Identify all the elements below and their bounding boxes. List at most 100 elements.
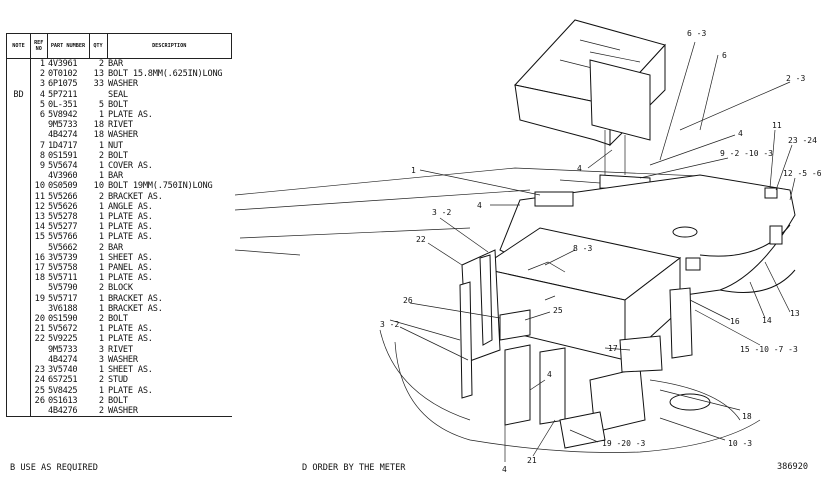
cell-desc: RIVET bbox=[108, 120, 133, 131]
cell-part: 3V6188 bbox=[48, 303, 78, 314]
cell-qty: 18 bbox=[93, 130, 104, 141]
cell-ref: 18 bbox=[34, 273, 45, 284]
cell-part: 5P7211 bbox=[48, 89, 78, 100]
cell-desc: BOLT bbox=[108, 395, 128, 406]
cell-ref: 10 bbox=[34, 181, 45, 192]
cell-note bbox=[6, 375, 31, 386]
cell-desc: BRACKET AS. bbox=[108, 293, 163, 304]
callout-4-top: 4 bbox=[738, 129, 743, 138]
cell-part: 4B4274 bbox=[48, 130, 78, 141]
footnote-d: D ORDER BY THE METER bbox=[302, 463, 406, 473]
cell-desc: BAR bbox=[108, 171, 123, 182]
cell-note bbox=[6, 293, 31, 304]
cell-note bbox=[6, 191, 31, 202]
callout-17: 17 bbox=[608, 344, 618, 353]
callout-22: 22 bbox=[416, 235, 426, 244]
cell-ref: 7 bbox=[39, 140, 45, 151]
cell-ref: 13 bbox=[34, 212, 45, 223]
callouts: 1 6 -3 6 2 -3 4 9 -2 -10 -3 4 4 11 23 -2… bbox=[380, 29, 822, 474]
cell-note bbox=[6, 171, 31, 182]
cell-qty: 1 bbox=[98, 161, 104, 172]
cell-desc: BOLT 19MM(.750IN)LONG bbox=[108, 181, 213, 192]
cell-part: 0S1613 bbox=[48, 395, 78, 406]
header-qty: QTY bbox=[88, 33, 108, 59]
cell-note: BD bbox=[6, 89, 31, 100]
callout-14: 14 bbox=[762, 316, 772, 325]
cell-note bbox=[6, 303, 31, 315]
cell-qty: 2 bbox=[98, 191, 104, 202]
cell-qty: 2 bbox=[98, 375, 104, 386]
cell-note bbox=[6, 232, 31, 243]
cell-ref: 6 bbox=[39, 110, 45, 121]
cell-qty: 2 bbox=[98, 150, 104, 161]
cell-qty: 1 bbox=[98, 334, 104, 345]
cell-qty: 1 bbox=[98, 385, 104, 396]
cell-part: 0S1591 bbox=[48, 150, 78, 161]
cell-desc: BLOCK bbox=[108, 283, 133, 294]
cell-desc: PLATE AS. bbox=[108, 212, 153, 223]
cell-part: 1D4717 bbox=[48, 140, 78, 151]
figure-number: 386920 bbox=[777, 462, 809, 472]
cell-ref: 23 bbox=[34, 365, 45, 376]
leader-lines bbox=[389, 41, 796, 462]
parts-list-table: NOTE REF NO PART NUMBER QTY DESCRIPTION … bbox=[6, 33, 232, 417]
cell-ref: 14 bbox=[34, 222, 45, 233]
cell-ref bbox=[31, 120, 48, 130]
cell-part: 4V3960 bbox=[48, 171, 78, 182]
cell-desc: WASHER bbox=[108, 130, 138, 141]
cell-desc: SHEET AS. bbox=[108, 252, 153, 263]
callout-23-24: 23 -24 bbox=[788, 136, 817, 145]
cell-desc: PLATE AS. bbox=[108, 334, 153, 345]
cell-ref: 11 bbox=[34, 191, 45, 202]
cell-note bbox=[6, 181, 31, 192]
cell-part: 5V5711 bbox=[48, 273, 78, 284]
cell-ref: 1 bbox=[39, 59, 45, 69]
header-part: PART NUMBER bbox=[46, 33, 90, 59]
callout-10-3: 10 -3 bbox=[728, 439, 752, 448]
cell-part: 9M5733 bbox=[48, 344, 78, 355]
cell-note bbox=[6, 344, 31, 355]
cell-note bbox=[6, 365, 31, 376]
cell-part: 5V5266 bbox=[48, 191, 78, 202]
cell-desc: WASHER bbox=[108, 354, 138, 365]
cell-part: 4V3961 bbox=[48, 59, 78, 69]
cell-part: 0S1590 bbox=[48, 314, 78, 325]
callout-4-low: 4 bbox=[547, 370, 552, 379]
cell-part: 5V8425 bbox=[48, 385, 78, 396]
cell-note bbox=[6, 69, 31, 80]
cell-part: 6P1075 bbox=[48, 79, 78, 90]
cell-desc: PLATE AS. bbox=[108, 385, 153, 396]
cell-ref: 8 bbox=[39, 150, 45, 161]
cell-qty: 1 bbox=[98, 222, 104, 233]
callout-11: 11 bbox=[772, 121, 782, 130]
callout-9: 9 -2 -10 -3 bbox=[720, 149, 773, 158]
cell-part: 5V5674 bbox=[48, 161, 78, 172]
cell-desc: PLATE AS. bbox=[108, 110, 153, 121]
cell-desc: STUD bbox=[108, 375, 128, 386]
callout-16: 16 bbox=[730, 317, 740, 326]
cell-qty: 2 bbox=[98, 395, 104, 406]
cell-desc: SHEET AS. bbox=[108, 365, 153, 376]
callout-2-3: 2 -3 bbox=[786, 74, 805, 83]
cell-desc: BOLT bbox=[108, 99, 128, 110]
callout-1: 1 bbox=[411, 166, 416, 175]
cell-desc: BAR bbox=[108, 242, 123, 253]
cell-part: 4B4274 bbox=[48, 354, 78, 365]
